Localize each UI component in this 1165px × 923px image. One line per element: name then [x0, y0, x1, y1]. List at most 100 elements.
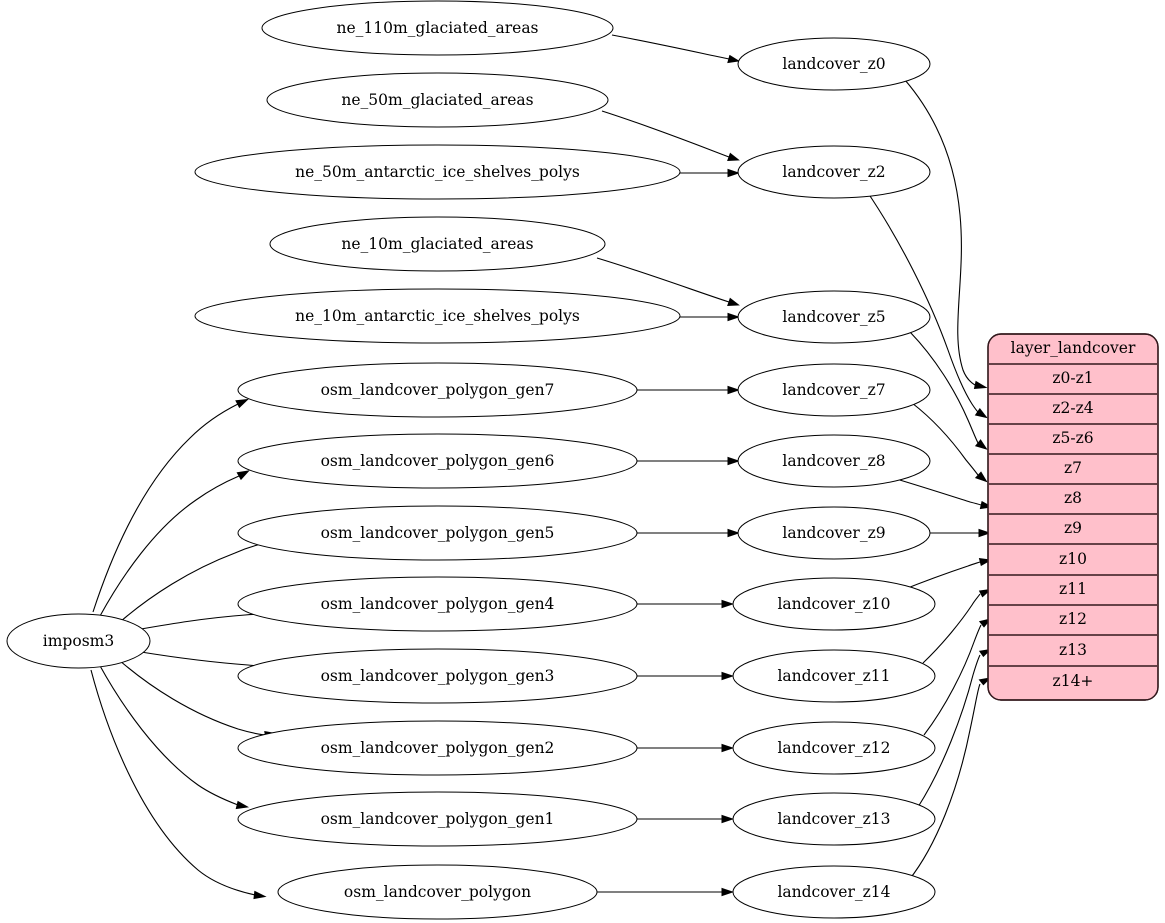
edge-ne10mant-to-z5 — [680, 312, 741, 322]
node-landcover_z8[interactable]: landcover_z8 — [737, 434, 931, 488]
node-label: landcover_z13 — [777, 810, 890, 828]
table-row-label: z7 — [1064, 459, 1082, 477]
node-osm_landcover_polygon_gen4[interactable]: osm_landcover_polygon_gen4 — [237, 576, 638, 632]
table-row-label: z14+ — [1053, 672, 1094, 690]
node-imposm3[interactable]: imposm3 — [6, 613, 151, 669]
node-label: osm_landcover_polygon_gen7 — [321, 381, 555, 399]
edge-imposm3-to-gen1 — [98, 663, 250, 810]
edge-ne50mglac-to-z2 — [601, 110, 740, 162]
edge-gen2-to-z12 — [637, 743, 735, 753]
table-row-label: z12 — [1059, 610, 1087, 628]
node-landcover_z7[interactable]: landcover_z7 — [737, 363, 931, 417]
node-label: ne_110m_glaciated_areas — [336, 19, 538, 37]
edge-gen3-to-z11 — [637, 671, 735, 681]
node-label: ne_50m_glaciated_areas — [341, 91, 533, 109]
node-label: osm_landcover_polygon_gen2 — [321, 739, 555, 757]
node-osm_landcover_polygon_gen5[interactable]: osm_landcover_polygon_gen5 — [237, 505, 638, 561]
table-row-label: z0-z1 — [1052, 369, 1093, 387]
table-row-label: z2-z4 — [1052, 399, 1093, 417]
node-osm_landcover_polygon_gen2[interactable]: osm_landcover_polygon_gen2 — [237, 720, 638, 776]
node-ne_50m_glaciated_areas[interactable]: ne_50m_glaciated_areas — [266, 72, 609, 128]
table-row-label: z10 — [1059, 550, 1087, 568]
node-label: landcover_z12 — [777, 739, 890, 757]
node-label: osm_landcover_polygon_gen6 — [321, 452, 555, 470]
node-landcover_z5[interactable]: landcover_z5 — [737, 290, 931, 344]
osm-node-group: osm_landcover_polygon_gen7 osm_landcover… — [237, 362, 638, 920]
table-header-label: layer_landcover — [1011, 339, 1136, 357]
edge-gen1-to-z13 — [637, 814, 735, 824]
node-osm_landcover_polygon[interactable]: osm_landcover_polygon — [277, 864, 598, 920]
node-label: landcover_z2 — [782, 163, 885, 181]
table-row-label: z13 — [1059, 641, 1087, 659]
node-landcover_z0[interactable]: landcover_z0 — [737, 37, 931, 91]
edge-ne50mant-to-z2 — [680, 168, 741, 178]
edge-gen5-to-z9 — [637, 528, 741, 538]
edge-polygon-to-z14 — [597, 887, 735, 897]
table-row-label: z11 — [1059, 580, 1087, 598]
edge-z7-to-row-z7 — [911, 402, 988, 483]
edge-imposm3-to-gen7 — [92, 398, 249, 613]
node-landcover_z2[interactable]: landcover_z2 — [737, 145, 931, 199]
edge-z10-to-row-z10 — [899, 558, 993, 592]
edge-z14-to-row-z14plus — [908, 677, 992, 881]
table-row[interactable]: z9 — [989, 519, 1157, 545]
node-label: osm_landcover_polygon_gen4 — [321, 595, 555, 613]
table-header-row: layer_landcover — [989, 339, 1157, 365]
table-row-label: z5-z6 — [1052, 429, 1093, 447]
table-row[interactable]: z5-z6 — [989, 429, 1157, 455]
landcover-node-group: landcover_z0 landcover_z2 landcover_z5 l… — [732, 37, 936, 919]
edge-gen6-to-z8 — [637, 456, 741, 466]
node-label: osm_landcover_polygon_gen1 — [321, 810, 555, 828]
table-row[interactable]: z14+ — [1053, 672, 1094, 690]
table-row[interactable]: z0-z1 — [989, 369, 1157, 395]
node-label: landcover_z0 — [782, 55, 885, 73]
table-row[interactable]: z7 — [989, 459, 1157, 485]
table-row[interactable]: z13 — [989, 641, 1157, 667]
node-osm_landcover_polygon_gen1[interactable]: osm_landcover_polygon_gen1 — [237, 791, 638, 847]
edge-z2-to-row-z2z4 — [865, 189, 988, 419]
table-row[interactable]: z8 — [989, 489, 1157, 515]
table-row-label: z8 — [1064, 489, 1082, 507]
node-osm_landcover_polygon_gen6[interactable]: osm_landcover_polygon_gen6 — [237, 433, 638, 489]
node-label: ne_10m_glaciated_areas — [341, 235, 533, 253]
node-landcover_z14[interactable]: landcover_z14 — [732, 865, 936, 919]
table-row[interactable]: z12 — [989, 610, 1157, 636]
edge-imposm3-to-gen6 — [99, 470, 250, 617]
node-label: landcover_z8 — [782, 452, 885, 470]
node-label: landcover_z5 — [782, 308, 885, 326]
node-osm_landcover_polygon_gen7[interactable]: osm_landcover_polygon_gen7 — [237, 362, 638, 418]
node-ne_50m_antarctic_ice_shelves_polys[interactable]: ne_50m_antarctic_ice_shelves_polys — [194, 144, 681, 200]
node-landcover_z10[interactable]: landcover_z10 — [732, 577, 936, 631]
edge-layer — [90, 34, 994, 900]
node-ne_10m_antarctic_ice_shelves_polys[interactable]: ne_10m_antarctic_ice_shelves_polys — [194, 288, 681, 344]
node-label: landcover_z10 — [777, 595, 890, 613]
node-label: ne_50m_antarctic_ice_shelves_polys — [295, 163, 580, 181]
node-landcover_z9[interactable]: landcover_z9 — [737, 506, 931, 560]
table-row[interactable]: z2-z4 — [989, 399, 1157, 425]
table-row-label: z9 — [1064, 519, 1082, 537]
node-label: osm_landcover_polygon — [344, 883, 531, 901]
table-row[interactable]: z10 — [989, 550, 1157, 576]
edge-gen4-to-z10 — [637, 599, 735, 609]
node-label: ne_10m_antarctic_ice_shelves_polys — [295, 307, 580, 325]
node-label: imposm3 — [43, 632, 114, 650]
table-row[interactable]: z11 — [989, 580, 1157, 606]
node-label: landcover_z14 — [777, 883, 890, 901]
node-landcover_z12[interactable]: landcover_z12 — [732, 721, 936, 775]
edge-z0-to-row-z0z1 — [904, 79, 988, 390]
layer-landcover-table[interactable]: layer_landcover z0-z1 z2-z4 z5-z6 z7 — [987, 333, 1159, 701]
edge-z5-to-row-z5z6 — [909, 331, 988, 450]
node-landcover_z13[interactable]: landcover_z13 — [732, 792, 936, 846]
node-label: osm_landcover_polygon_gen3 — [321, 667, 555, 685]
node-ne_10m_glaciated_areas[interactable]: ne_10m_glaciated_areas — [269, 216, 606, 272]
natural-earth-node-group: ne_110m_glaciated_areas ne_50m_glaciated… — [194, 0, 681, 344]
node-label: landcover_z9 — [782, 524, 885, 542]
node-osm_landcover_polygon_gen3[interactable]: osm_landcover_polygon_gen3 — [237, 648, 638, 704]
edge-ne10mglac-to-z5 — [596, 257, 740, 307]
node-landcover_z11[interactable]: landcover_z11 — [732, 649, 936, 703]
node-ne_110m_glaciated_areas[interactable]: ne_110m_glaciated_areas — [261, 0, 614, 56]
node-label: landcover_z11 — [777, 667, 890, 685]
edge-imposm3-to-polygon — [90, 669, 267, 900]
